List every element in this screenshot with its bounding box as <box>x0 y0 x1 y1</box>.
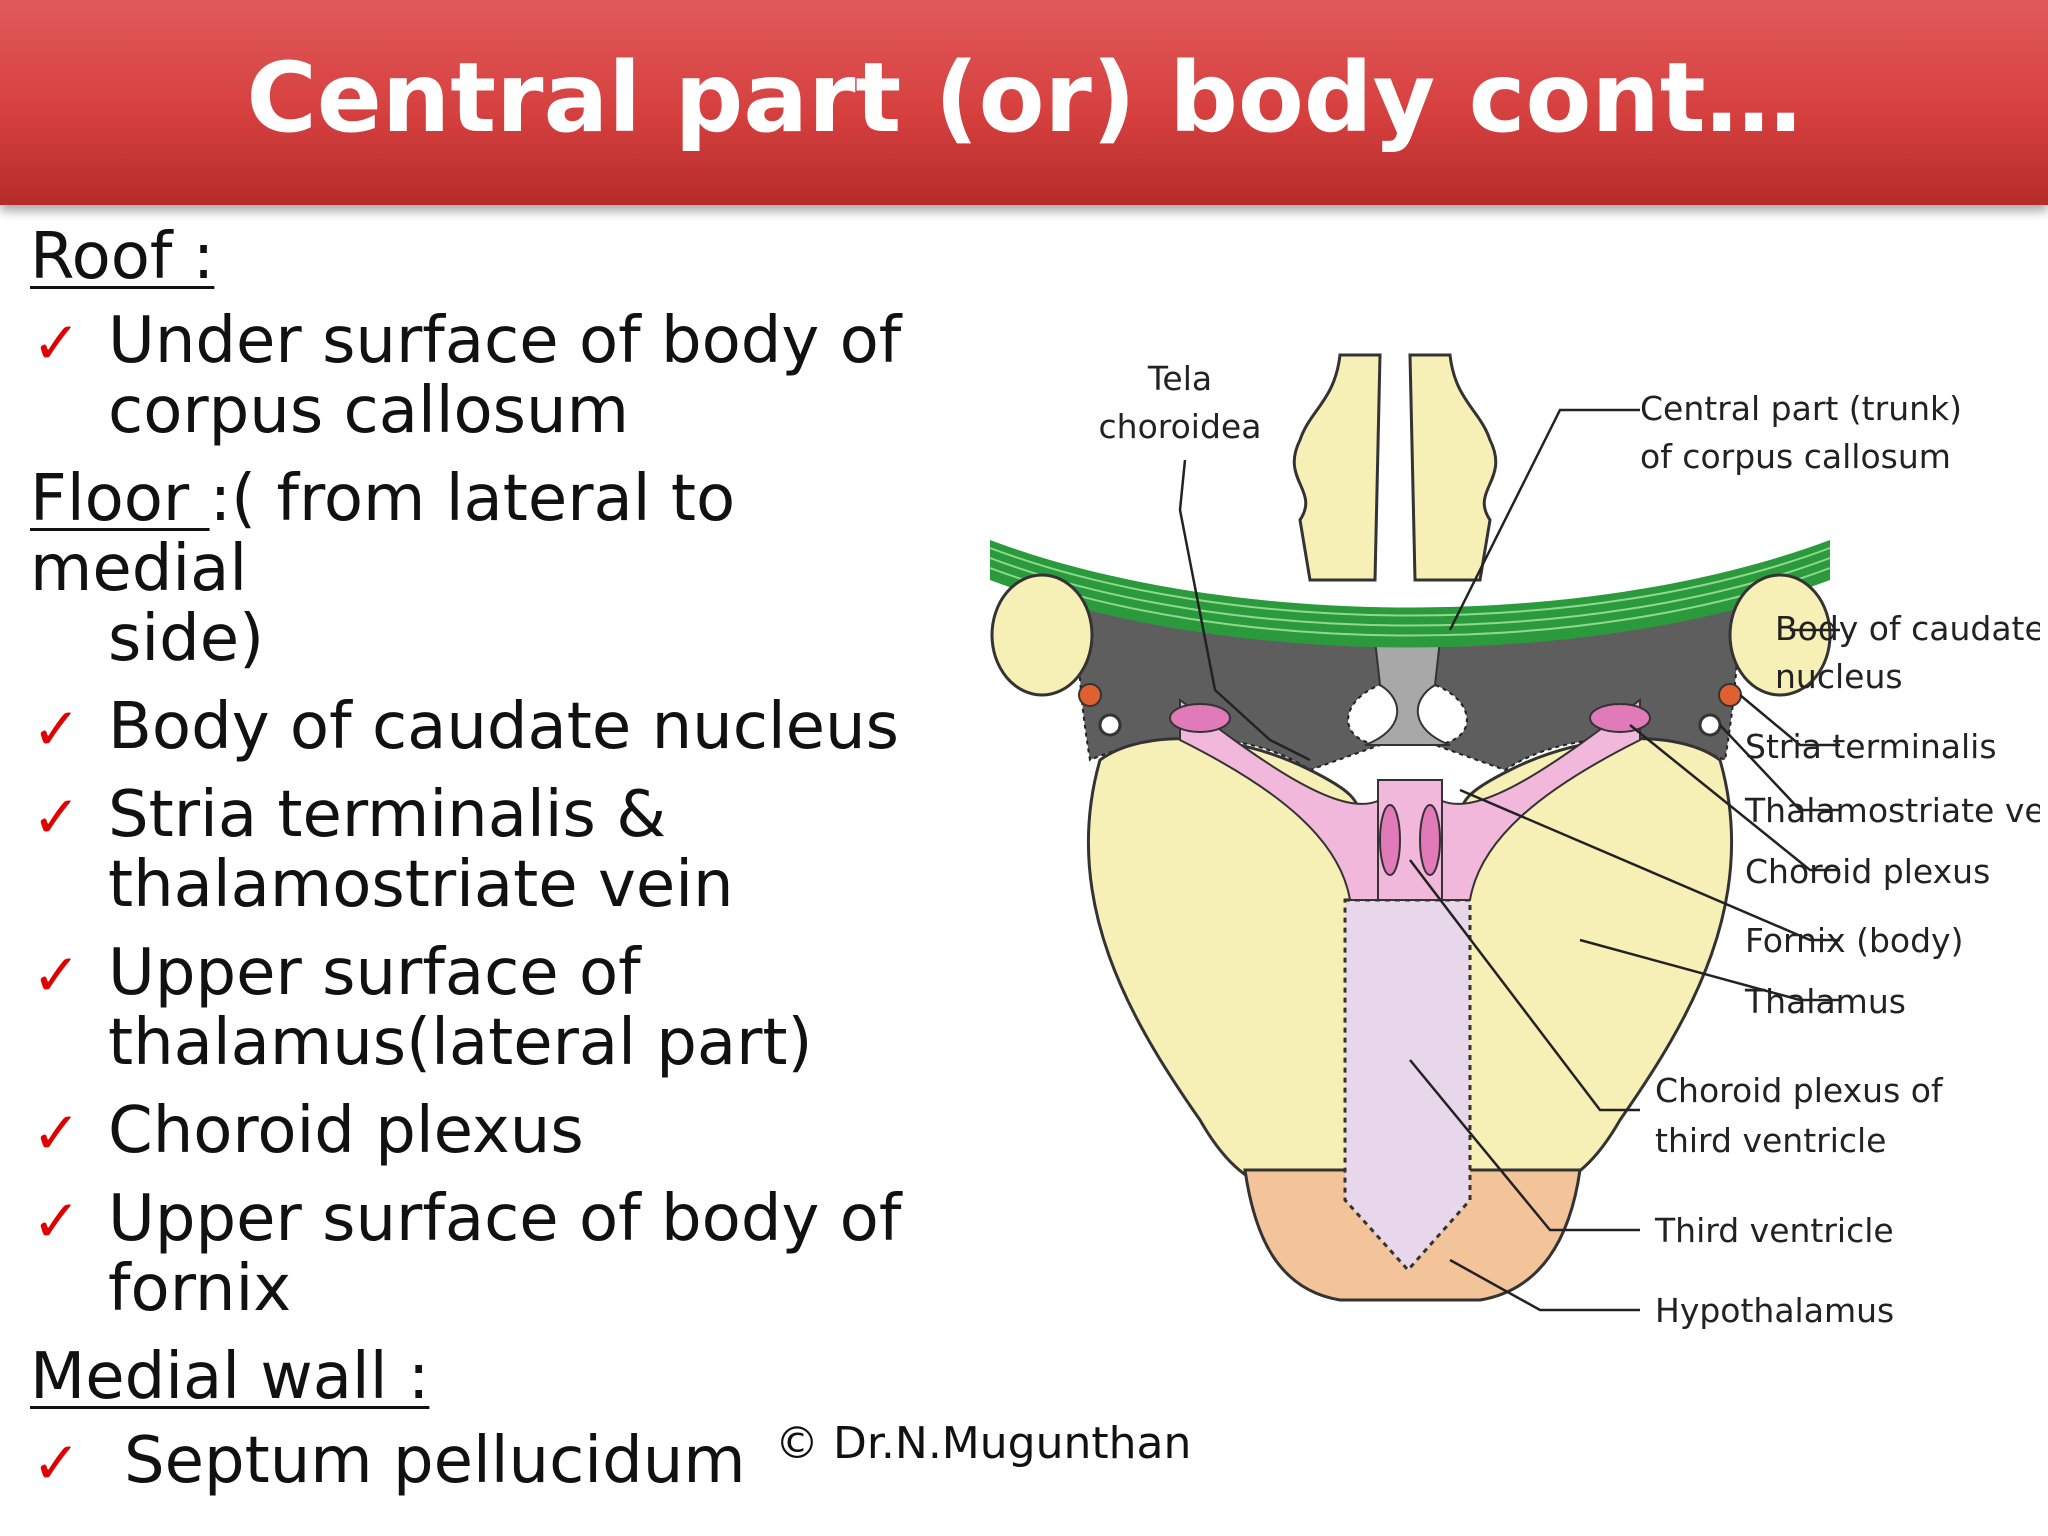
roof-heading: Roof : <box>30 220 215 294</box>
list-item-text: Stria terminalis & thalamostriate vein <box>108 778 734 922</box>
vein-left <box>1098 713 1122 737</box>
label-caudate-2: nucleus <box>1775 657 1903 696</box>
title-bar: Central part (or) body cont… <box>0 0 2048 205</box>
list-item-text: Choroid plexus <box>108 1094 584 1168</box>
slide-title: Central part (or) body cont… <box>246 41 1802 154</box>
checkmark-icon: ✓ <box>32 783 81 851</box>
label-choroid: Choroid plexus <box>1745 852 1990 891</box>
corpus-callosum <box>989 540 1831 648</box>
checkmark-icon: ✓ <box>32 941 81 1009</box>
label-vein: Thalamostriate vein <box>1744 791 2040 830</box>
label-tela-2: choroidea <box>1099 407 1262 446</box>
label-thalamus: Thalamus <box>1744 982 1906 1021</box>
medial-wall-heading: Medial wall : <box>30 1340 430 1414</box>
lateral-ventricles <box>1077 578 1742 772</box>
checkmark-icon: ✓ <box>32 1187 81 1255</box>
roof-heading-row: Roof : <box>30 222 970 292</box>
stria-right <box>1718 683 1742 707</box>
list-item-text: Septum pellucidum <box>124 1424 746 1498</box>
label-cc-1: Central part (trunk) <box>1640 389 1962 428</box>
list-item: ✓ Stria terminalis & thalamostriate vein <box>30 780 970 920</box>
label-cp3-1: Choroid plexus of <box>1655 1071 1944 1110</box>
checkmark-icon: ✓ <box>32 309 81 377</box>
checkmark-icon: ✓ <box>32 695 81 763</box>
ventricle-diagram: Tela choroidea Central part (trunk) of c… <box>989 353 2040 1330</box>
list-item: ✓ Under surface of body of corpus callos… <box>30 306 970 446</box>
leader-lines <box>1178 408 1840 1312</box>
checkmark-icon: ✓ <box>32 1429 81 1497</box>
list-item: ✓ Body of caudate nucleus <box>30 690 970 764</box>
list-item-text: Under surface of body of corpus callosum <box>108 304 902 448</box>
caudate-right <box>1728 573 1832 697</box>
floor-heading-rest: :( from lateral to medial <box>30 462 736 606</box>
third-ventricle <box>1343 898 1472 1273</box>
label-tela-1: Tela <box>1147 359 1212 398</box>
floor-heading: Floor <box>30 462 210 536</box>
label-caudate-1: Body of caudate <box>1775 609 2040 648</box>
list-item-text: Upper surface of thalamus(lateral part) <box>108 936 813 1080</box>
label-cc-2: of corpus callosum <box>1640 437 1951 476</box>
list-item: ✓ Septum pellucidum <box>30 1424 970 1498</box>
caudate-left <box>990 573 1094 697</box>
list-item-text: Upper surface of body of fornix <box>108 1182 902 1326</box>
septum-leaflets <box>1292 353 1498 582</box>
choroid-plexus <box>1169 703 1651 876</box>
label-fornix: Fornix (body) <box>1745 921 1963 960</box>
label-third-ventricle: Third ventricle <box>1654 1211 1894 1250</box>
content-list: Roof : ✓ Under surface of body of corpus… <box>30 222 970 1514</box>
label-cp3-2: third ventricle <box>1655 1121 1886 1160</box>
list-item: ✓ Upper surface of body of fornix <box>30 1184 970 1324</box>
label-stria: Stria terminalis <box>1745 727 1997 766</box>
stria-left <box>1078 683 1102 707</box>
floor-heading-cont: side) <box>108 602 265 676</box>
copyright-credit: © Dr.N.Mugunthan <box>775 1418 1192 1469</box>
list-item: ✓ Upper surface of thalamus(lateral part… <box>30 938 970 1078</box>
checkmark-icon: ✓ <box>32 1099 81 1167</box>
label-hypothalamus: Hypothalamus <box>1655 1291 1894 1330</box>
list-item-text: Body of caudate nucleus <box>108 690 899 764</box>
vein-right <box>1698 713 1722 737</box>
medial-wall-heading-row: Medial wall : <box>30 1342 970 1412</box>
fornix-body <box>1179 698 1641 901</box>
floor-heading-row: Floor :( from lateral to medial side) <box>30 464 970 674</box>
list-item: ✓ Choroid plexus <box>30 1094 970 1168</box>
